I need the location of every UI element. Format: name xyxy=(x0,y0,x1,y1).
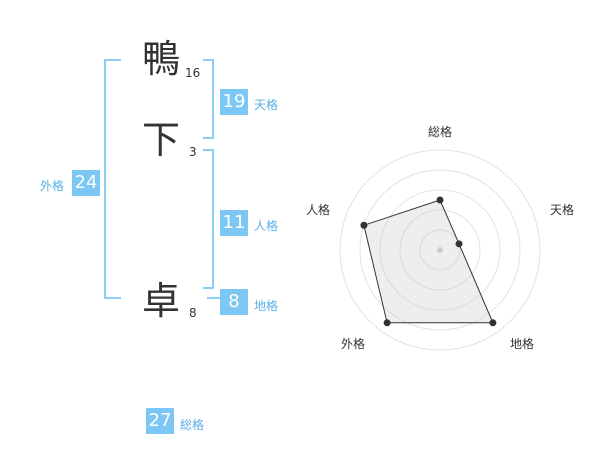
radar-axis-label-chikaku: 地格 xyxy=(510,337,535,351)
soukaku-label: 総格 xyxy=(180,418,205,432)
stroke-count-2: 3 xyxy=(189,145,197,159)
tenkaku-bracket xyxy=(203,59,214,139)
radar-point-4 xyxy=(360,221,368,229)
radar-grid-ring xyxy=(359,169,521,331)
stroke-count-1: 16 xyxy=(185,66,201,80)
tenkaku-value: 19 xyxy=(220,89,248,115)
chikaku-value: 8 xyxy=(220,289,248,315)
radar-point-1 xyxy=(455,240,463,248)
radar-grid-ring xyxy=(379,189,501,311)
soukaku-value: 27 xyxy=(146,408,174,434)
radar-point-0 xyxy=(436,196,444,204)
stroke-count-3: 8 xyxy=(189,306,197,320)
name-char-1: 鴨 xyxy=(142,37,181,81)
jinkaku-value: 11 xyxy=(220,210,248,236)
radar-axis-label-soukaku: 総格 xyxy=(428,125,453,139)
gaikaku-label: 外格 xyxy=(40,179,65,193)
name-char-3: 卓 xyxy=(142,279,181,323)
radar-axis-label-jinkaku: 人格 xyxy=(306,203,331,217)
jinkaku-bracket xyxy=(203,149,214,289)
radar-point-3 xyxy=(383,319,391,327)
radar-center-dot xyxy=(437,247,443,253)
radar-polygon xyxy=(363,199,494,324)
tenkaku-label: 天格 xyxy=(254,98,279,112)
radar-grid-ring xyxy=(399,209,481,291)
gaikaku-bracket xyxy=(104,59,121,299)
radar-point-2 xyxy=(489,319,497,327)
jinkaku-label: 人格 xyxy=(254,219,279,233)
radar-grid-ring xyxy=(419,229,461,271)
chikaku-label: 地格 xyxy=(254,299,279,313)
name-char-2: 下 xyxy=(142,118,181,162)
radar-axis-label-gaikaku: 外格 xyxy=(341,337,366,351)
gaikaku-value: 24 xyxy=(72,170,100,196)
radar-axis-label-tenkaku: 天格 xyxy=(550,203,575,217)
